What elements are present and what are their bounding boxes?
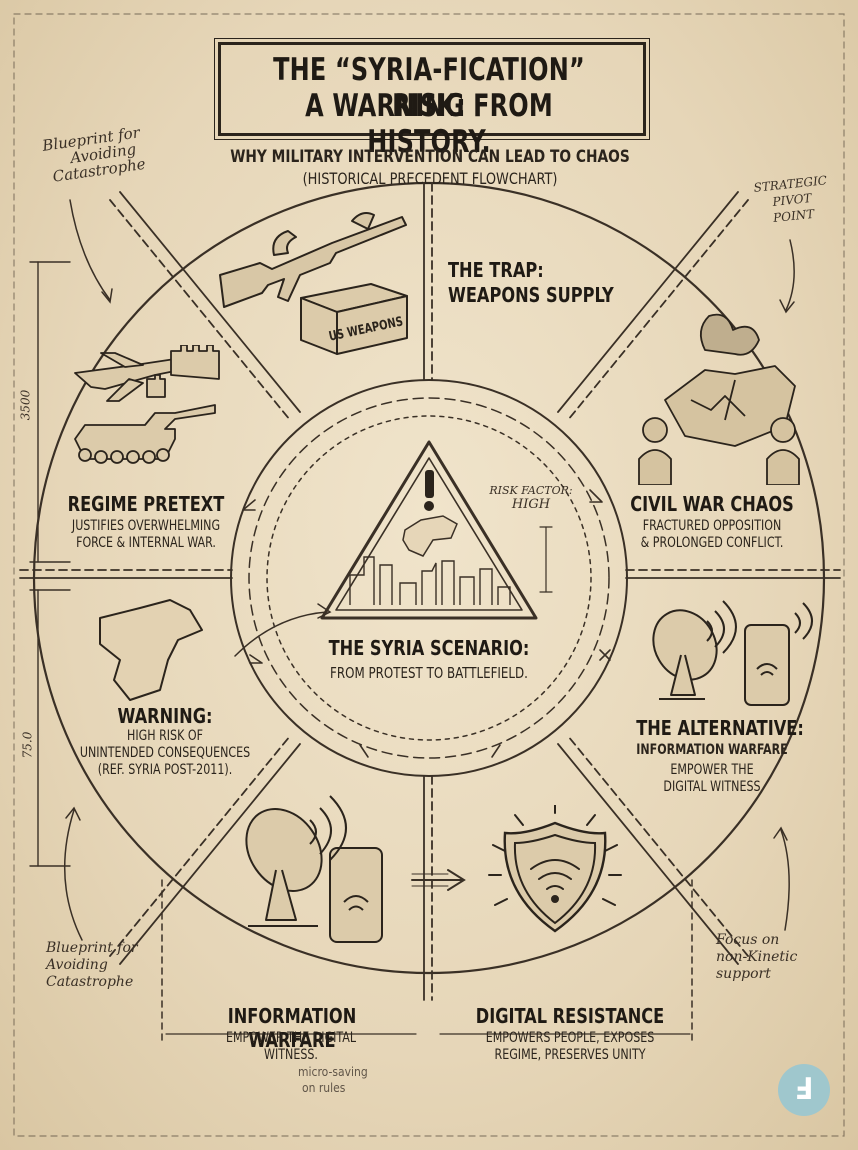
note-blueprint-bottom: Blueprint for Avoiding Catastrophe — [46, 940, 176, 991]
warning-title: WARNING: — [117, 704, 213, 728]
text-line: EMPOWER THE DIGITAL — [225, 1030, 356, 1046]
note-line: HIGH — [511, 497, 551, 512]
digital-resistance-title: DIGITAL RESISTANCE — [475, 1004, 665, 1028]
note-line: non-Kinetic — [716, 949, 798, 965]
note-line: Blueprint for — [46, 940, 138, 956]
civil-war-title: CIVIL WAR CHAOS — [630, 492, 794, 516]
rifle-icon — [219, 212, 407, 308]
title-line-2: A WARNING FROM HISTORY. — [305, 88, 553, 160]
satellite-phone-icon-2 — [245, 795, 383, 943]
subtitle: WHY MILITARY INTERVENTION CAN LEAD TO CH… — [230, 147, 630, 167]
center-text: FROM PROTEST TO BATTLEFIELD. — [330, 664, 528, 682]
text-line: EMPOWERS PEOPLE, EXPOSES — [485, 1030, 655, 1046]
text-line: REGIME, PRESERVES UNITY — [494, 1047, 646, 1063]
alternative-title: THE ALTERNATIVE: — [636, 716, 804, 740]
trap-title-line: THE TRAP: — [448, 258, 544, 282]
text-line: WITNESS. — [264, 1047, 318, 1063]
syria-map-icon — [99, 599, 203, 701]
title-box — [214, 38, 650, 140]
crate-icon — [300, 283, 408, 355]
alternative-text: EMPOWER THE DIGITAL WITNESS — [624, 762, 800, 796]
warning-text: HIGH RISK OF UNINTENDED CONSEQUENCES (RE… — [64, 728, 266, 779]
trap-title: THE TRAP: WEAPONS SUPPLY — [448, 258, 614, 308]
regime-text: JUSTIFIES OVERWHELMING FORCE & INTERNAL … — [58, 518, 234, 552]
text-line: (REF. SYRIA POST-2011). — [97, 762, 233, 778]
info-warfare-title: INFORMATION WARFARE — [227, 1004, 357, 1052]
trap-title-line: WEAPONS SUPPLY — [448, 283, 614, 307]
regime-title: REGIME PRETEXT — [67, 492, 225, 516]
text-line: FRACTURED OPPOSITION — [642, 518, 782, 534]
text-line: JUSTIFIES OVERWHELMING — [71, 518, 221, 534]
note-line: Catastrophe — [46, 974, 134, 990]
text-line: UNINTENDED CONSEQUENCES — [79, 745, 251, 761]
info-warfare-text: EMPOWER THE DIGITAL WITNESS. — [207, 1030, 374, 1064]
title-line-1: THE “SYRIA-FICATION” RISK: — [273, 52, 585, 124]
faded-line: on rules — [302, 1081, 346, 1095]
subtitle-2: (HISTORICAL PRECEDENT FLOWCHART) — [302, 169, 558, 188]
satellite-phone-icon — [652, 600, 813, 706]
civil-war-icon — [638, 313, 800, 485]
text-line: & PROLONGED CONFLICT. — [640, 535, 784, 551]
dim-label-top: 3500 — [18, 389, 33, 421]
text-line: HIGH RISK OF — [127, 728, 203, 744]
digital-resistance-text: EMPOWERS PEOPLE, EXPOSES REGIME, PRESERV… — [469, 1030, 671, 1064]
logo-badge: Ⅎ — [778, 1064, 830, 1116]
note-line: support — [716, 966, 771, 982]
faded-line: micro-saving — [298, 1065, 368, 1079]
note-line: RISK FACTOR: — [489, 484, 573, 497]
shield-icon — [488, 805, 622, 933]
text-line: EMPOWER THE — [670, 762, 754, 778]
note-focus: Focus on non-Kinetic support — [716, 932, 836, 983]
military-icon — [74, 345, 220, 464]
risk-factor-note: RISK FACTOR: HIGH — [486, 484, 576, 512]
note-line: Avoiding — [46, 957, 108, 973]
center-title: THE SYRIA SCENARIO: — [328, 636, 530, 660]
text-line: DIGITAL WITNESS — [663, 779, 761, 795]
dim-label-bottom: 75.0 — [20, 731, 35, 759]
text-line: FORCE & INTERNAL WAR. — [76, 535, 216, 551]
civil-war-text: FRACTURED OPPOSITION & PROLONGED CONFLIC… — [624, 518, 800, 552]
info-warfare-faded: micro-saving on rules — [298, 1064, 368, 1096]
alternative-subtitle: INFORMATION WARFARE — [636, 742, 788, 758]
note-line: Focus on — [716, 932, 780, 948]
